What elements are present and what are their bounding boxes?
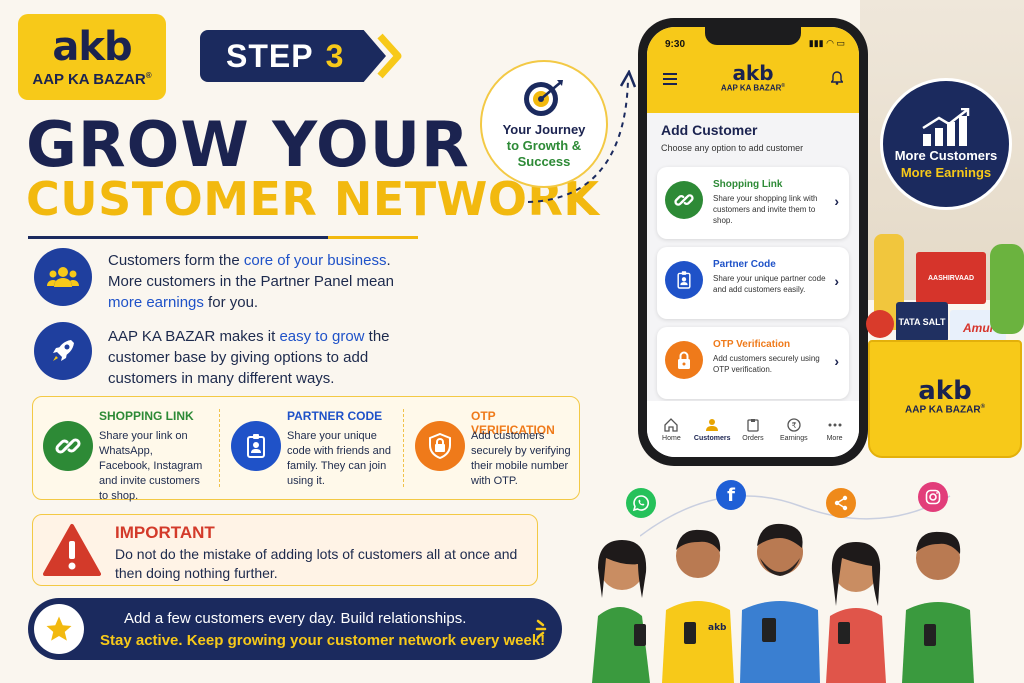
headline-line-2: CUSTOMER NETWORK: [26, 172, 600, 226]
option-title-otp-verification: OTP VERIFICATION: [471, 409, 555, 437]
orders-icon: [747, 418, 759, 432]
svg-text:akb: akb: [708, 623, 727, 633]
chevron-right-icon: ›: [834, 353, 839, 369]
salt-pack-image: TATA SALT: [896, 302, 948, 342]
instagram-icon: [918, 482, 948, 512]
nav-item-customers[interactable]: Customers: [692, 417, 732, 442]
grocery-basket: akb AAP KA BAZAR®: [868, 340, 1022, 458]
nav-label: Orders: [742, 434, 764, 442]
card-desc: Share your unique partner code and add c…: [713, 274, 826, 294]
growth-chart-icon: [922, 108, 970, 146]
intro-paragraph-2: AAP KA BAZAR makes it easy to grow the c…: [108, 328, 390, 387]
lock-shield-icon: [415, 421, 465, 471]
nav-label: Customers: [693, 434, 731, 442]
card-title: Shopping Link: [713, 179, 783, 190]
card-desc: Share your shopping link with customers …: [713, 194, 818, 225]
divider: [403, 409, 404, 487]
banner-line-1: Add a few customers every day. Build rel…: [124, 610, 467, 627]
option-title-partner-code: PARTNER CODE: [287, 409, 383, 423]
important-notice: IMPORTANT Do not do the mistake of addin…: [32, 514, 538, 586]
important-desc: Do not do the mistake of adding lots of …: [115, 546, 518, 581]
phone-screen: 9:30 ▮▮▮ ◠ ▭ akb AAP KA BAZAR® Add Custo…: [647, 27, 859, 457]
nav-item-home[interactable]: Home: [651, 417, 691, 442]
app-logo: akb AAP KA BAZAR®: [720, 61, 786, 93]
share-icon: [826, 488, 856, 518]
nav-item-orders[interactable]: Orders: [733, 417, 773, 442]
warning-icon: [43, 524, 101, 576]
chevron-right-icon: [377, 33, 402, 79]
link-icon: [665, 181, 703, 219]
chevron-right-icon: ›: [834, 273, 839, 289]
phone-notch: [705, 27, 801, 45]
chevron-right-icon: ›: [834, 193, 839, 209]
tomato-image: [866, 310, 894, 338]
headline-line-1: GROW YOUR: [26, 108, 470, 181]
nav-item-more[interactable]: More: [815, 417, 855, 442]
more-earnings-badge: More Customers More Earnings: [880, 78, 1012, 210]
svg-text:₹: ₹: [791, 421, 796, 430]
people-illustration: akb: [592, 523, 974, 683]
divider-accent: [328, 236, 418, 239]
card-title: OTP Verification: [713, 339, 791, 350]
users-icon: [34, 248, 92, 306]
step-number: 3: [325, 37, 345, 74]
tip-banner: Add a few customers every day. Build rel…: [28, 598, 562, 660]
option-card-otp-verification[interactable]: OTP Verification Add customers securely …: [657, 327, 849, 399]
status-icons: ▮▮▮ ◠ ▭: [808, 38, 845, 48]
hamburger-menu-icon[interactable]: [663, 73, 677, 88]
star-icon: [34, 604, 84, 654]
basket-logo: akb AAP KA BAZAR®: [905, 376, 985, 416]
card-desc: Add customers securely using OTP verific…: [713, 354, 820, 374]
intro-paragraph-1: Customers form the core of your business…: [108, 252, 394, 311]
id-badge-icon: [665, 261, 703, 299]
banner-line-2: Stay active. Keep growing your customer …: [100, 632, 546, 649]
step-label: STEP: [226, 37, 314, 74]
option-desc-otp-verification: Add customers securely by verifying thei…: [471, 430, 571, 487]
option-title-shopping-link: SHOPPING LINK: [99, 409, 194, 423]
bell-icon[interactable]: [831, 71, 843, 85]
home-icon: [664, 417, 679, 432]
atta-pack-image: AASHIRVAAD: [916, 252, 986, 304]
option-desc-shopping-link: Share your link on WhatsApp, Facebook, I…: [99, 430, 203, 502]
lock-icon: [665, 341, 703, 379]
whatsapp-icon: [626, 488, 656, 518]
bottom-nav: Home Customers Orders ₹ Earnings More: [647, 401, 859, 457]
option-card-partner-code[interactable]: Partner Code Share your unique partner c…: [657, 247, 849, 319]
phone-mockup: 9:30 ▮▮▮ ◠ ▭ akb AAP KA BAZAR® Add Custo…: [638, 18, 868, 466]
facebook-icon: f: [716, 480, 746, 510]
important-title: IMPORTANT: [115, 523, 215, 542]
social-arcs: [640, 495, 951, 537]
status-time: 9:30: [665, 39, 686, 50]
add-options-panel: SHOPPING LINK Share your link on WhatsAp…: [32, 396, 580, 502]
brand-name: AAP KA BAZAR®: [32, 70, 152, 88]
option-desc-partner-code: Share your unique code with friends and …: [287, 430, 391, 487]
id-badge-icon: [231, 421, 281, 471]
option-card-shopping-link[interactable]: Shopping Link Share your shopping link w…: [657, 167, 849, 239]
divider: [28, 236, 328, 239]
card-title: Partner Code: [713, 259, 776, 270]
screen-subtitle: Choose any option to add customer: [661, 143, 804, 153]
journey-text: Your Journey to Growth & Success: [502, 122, 586, 169]
step-ribbon: STEP 3: [200, 30, 386, 82]
earnings-icon: ₹: [787, 417, 801, 432]
sparkle-icon: [535, 619, 547, 639]
nav-label: Home: [662, 434, 681, 442]
nav-label: Earnings: [779, 434, 808, 442]
badge-line-1: More Customers: [894, 148, 998, 163]
customers-icon: [706, 418, 719, 431]
screen-title: Add Customer: [661, 122, 758, 138]
badge-line-2: More Earnings: [900, 165, 992, 180]
brand-logo: akb AAP KA BAZAR®: [18, 14, 166, 100]
vegetables-image: [990, 244, 1024, 334]
rocket-icon: [34, 322, 92, 380]
divider: [219, 409, 220, 487]
more-icon: [828, 423, 842, 426]
nav-item-earnings[interactable]: ₹ Earnings: [774, 417, 814, 442]
brand-mark: akb: [52, 23, 132, 70]
link-icon: [43, 421, 93, 471]
journey-badge: Your Journey to Growth & Success: [480, 60, 608, 188]
target-icon: [524, 80, 563, 116]
dotted-arrow-icon: [527, 70, 637, 203]
nav-label: More: [826, 434, 843, 442]
